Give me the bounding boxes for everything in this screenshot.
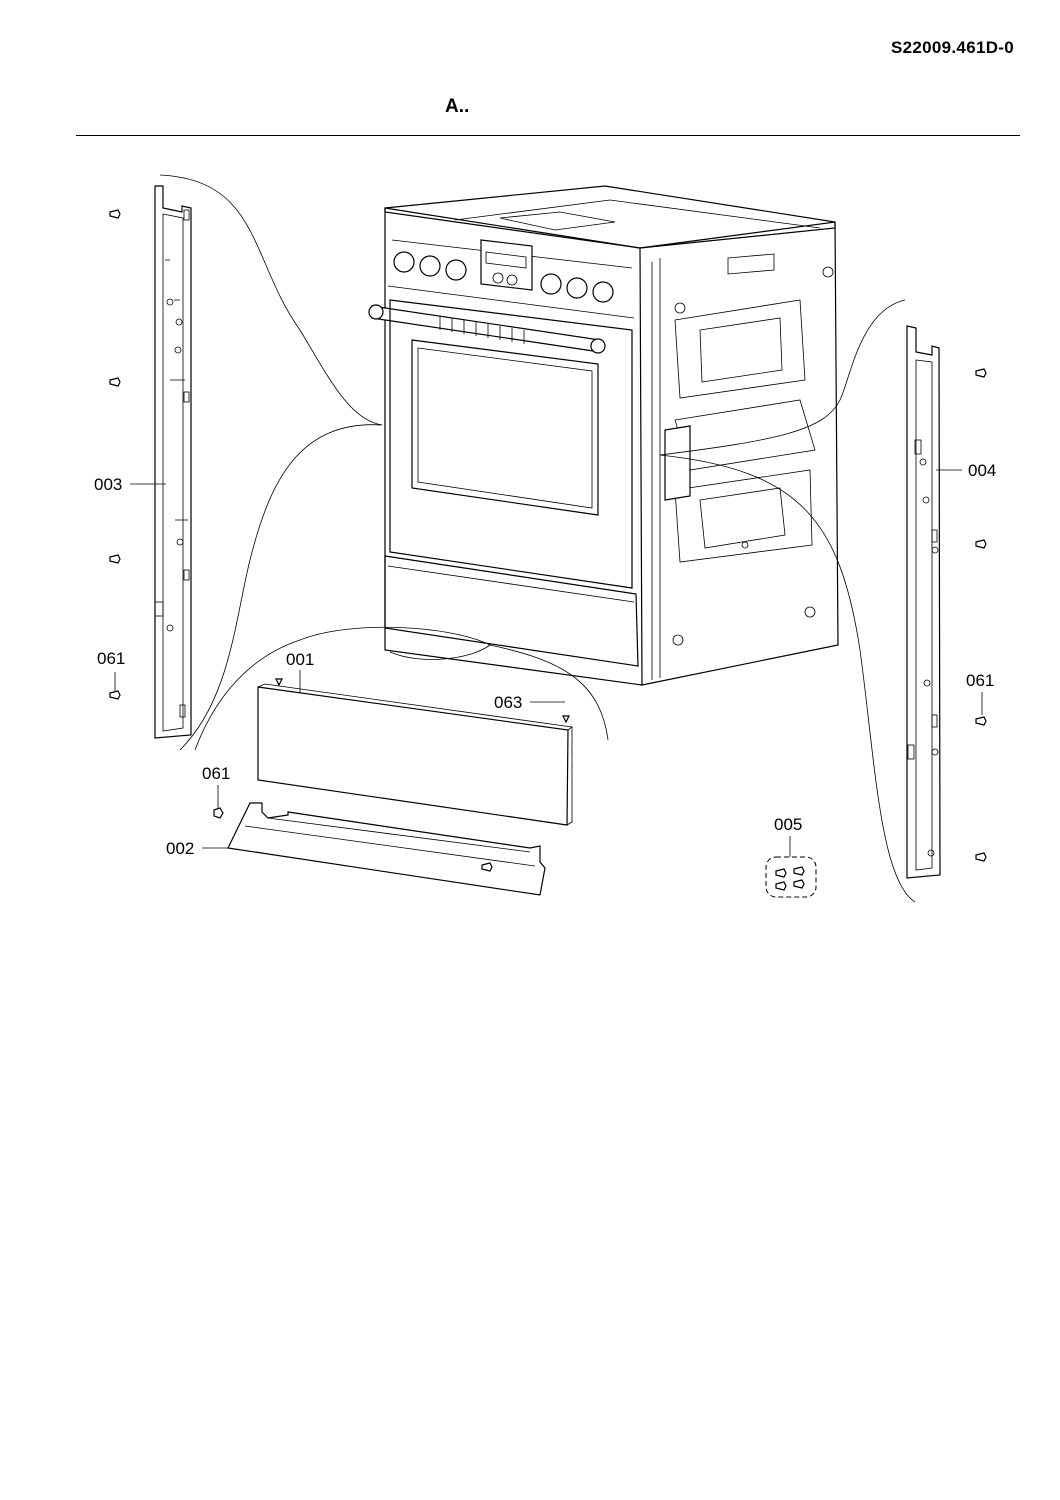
callout-004: 004 (968, 461, 996, 480)
callout-061-right: 061 (966, 671, 994, 690)
callout-002: 002 (166, 839, 194, 858)
part-003-left-side-trim (154, 185, 192, 739)
callout-061-bottom: 061 (202, 764, 230, 783)
door-handle (368, 304, 606, 354)
callout-003: 003 (94, 475, 122, 494)
control-knobs (393, 251, 614, 303)
screw-icon (975, 368, 987, 862)
part-004-right-side-trim (906, 325, 941, 879)
part-002-bracket (213, 802, 546, 896)
part-001-kick-plate (257, 678, 574, 826)
screw-icon (109, 209, 121, 700)
callout-001: 001 (286, 650, 314, 669)
assembly-connector-lines (159, 174, 916, 903)
callout-leaders (114, 469, 983, 857)
section-title: A.. (445, 96, 470, 117)
callout-005: 005 (774, 815, 802, 834)
callout-061-left: 061 (97, 649, 125, 668)
header-rule (76, 135, 1020, 136)
part-005-screw-kit (765, 856, 817, 898)
callout-063: 063 (494, 693, 522, 712)
oven-unit (368, 185, 839, 686)
document-code: S22009.461D-0 (891, 38, 1014, 57)
